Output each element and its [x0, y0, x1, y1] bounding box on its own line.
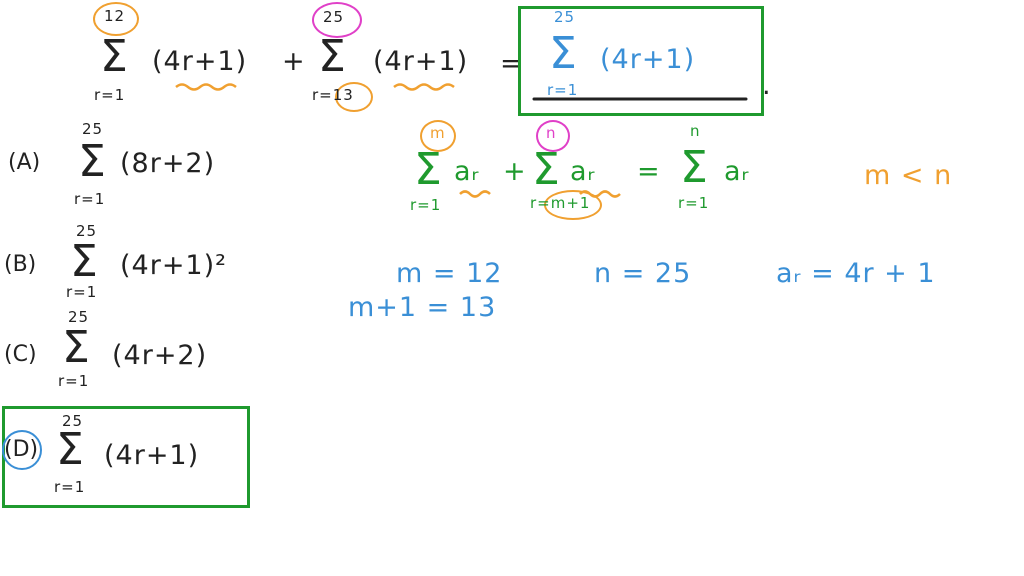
rule-sum-b-lower: r=m+1	[530, 194, 591, 212]
option-label: (B)	[4, 252, 37, 277]
sum1-upper: 12	[104, 7, 126, 25]
option-lower: r=1	[54, 478, 86, 496]
squiggle-underline	[459, 190, 491, 198]
option-lower: r=1	[74, 190, 106, 208]
a-r-definition: aᵣ = 4r + 1	[776, 258, 936, 289]
highlight-circle-m-plus-1	[544, 190, 602, 220]
answer-term: (4r+1)	[600, 44, 696, 75]
highlight-circle-n	[536, 120, 570, 152]
highlight-circle-m	[420, 120, 456, 152]
sigma-symbol: Σ	[56, 424, 84, 475]
option-lower: r=1	[58, 372, 90, 390]
plus-sign: +	[282, 46, 306, 77]
option-upper: 25	[76, 222, 98, 240]
rule-sum-c-upper: n	[690, 122, 701, 140]
option-term: (4r+1)²	[120, 250, 227, 281]
squiggle-underline	[175, 83, 237, 91]
equals-sign: =	[637, 156, 661, 187]
sigma-symbol: Σ	[549, 28, 577, 79]
sum2-lower: r=13	[312, 86, 354, 104]
highlight-circle-13	[335, 82, 373, 112]
highlight-circle-25	[312, 2, 362, 38]
rule-sum-a-upper: m	[430, 124, 446, 142]
option-lower: r=1	[66, 283, 98, 301]
option-term: (4r+1)	[104, 440, 200, 471]
plus-sign: +	[503, 156, 527, 187]
answer-lower: r=1	[547, 81, 579, 99]
sigma-symbol: Σ	[78, 136, 106, 187]
option-term: (4r+2)	[112, 340, 208, 371]
squiggle-underline	[393, 83, 455, 91]
option-upper: 25	[82, 120, 104, 138]
answer-box	[518, 6, 764, 116]
sigma-symbol: Σ	[532, 144, 560, 195]
highlight-circle-12	[93, 2, 139, 36]
squiggle-underline	[579, 190, 621, 198]
highlight-circle-d	[2, 430, 42, 470]
sigma-symbol: Σ	[318, 31, 346, 82]
rule-sum-c-term: aᵣ	[724, 156, 750, 187]
answer-upper: 25	[554, 8, 576, 26]
sum1-term: (4r+1)	[152, 46, 248, 77]
rule-sum-b-term: aᵣ	[570, 156, 596, 187]
option-upper: 25	[62, 412, 84, 430]
sum1-lower: r=1	[94, 86, 126, 104]
n-value: n = 25	[594, 258, 692, 289]
equals-sign: =	[500, 48, 524, 79]
sum2-term: (4r+1)	[373, 46, 469, 77]
sigma-symbol: Σ	[680, 142, 708, 193]
sigma-symbol: Σ	[62, 322, 90, 373]
period: .	[762, 70, 772, 101]
rule-sum-b-upper: n	[546, 124, 557, 142]
sigma-symbol: Σ	[70, 236, 98, 287]
option-label: (C)	[4, 342, 37, 367]
rule-sum-a-lower: r=1	[410, 196, 442, 214]
option-label: (A)	[8, 150, 41, 175]
sigma-symbol: Σ	[100, 31, 128, 82]
m-value: m = 12	[396, 258, 503, 289]
option-label: (D)	[4, 437, 39, 462]
rule-sum-c-lower: r=1	[678, 194, 710, 212]
rule-condition: m < n	[864, 160, 953, 191]
m-plus-one-value: m+1 = 13	[348, 292, 497, 323]
rule-sum-a-term: aᵣ	[454, 156, 480, 187]
sum2-upper: 25	[323, 8, 345, 26]
sigma-symbol: Σ	[414, 144, 442, 195]
option-upper: 25	[68, 308, 90, 326]
option-term: (8r+2)	[120, 148, 216, 179]
